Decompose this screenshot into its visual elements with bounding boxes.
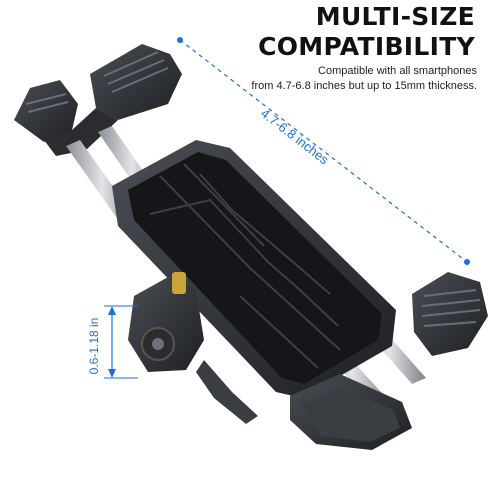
bar-diameter-dimension: 0.6-1.18 in: [87, 305, 138, 379]
description-line-1: Compatible with all smartphones: [318, 65, 477, 77]
bottom-clamp: [290, 272, 488, 450]
top-clamp: [14, 44, 182, 156]
headline: MULTI-SIZE COMPATIBILITY: [175, 2, 475, 62]
headline-line-1: MULTI-SIZE: [315, 2, 475, 31]
cradle-body: [112, 140, 396, 398]
handlebar-clamp: [128, 272, 258, 424]
compatibility-description: Compatible with all smartphones from 4.7…: [177, 64, 477, 94]
phone-range-label: 4.7-6.8 inches: [258, 106, 332, 168]
bar-range-label: 0.6-1.18 in: [87, 318, 101, 375]
headline-line-2: COMPATIBILITY: [258, 32, 475, 61]
description-line-2: from 4.7-6.8 inches but up to 15mm thick…: [251, 80, 477, 92]
